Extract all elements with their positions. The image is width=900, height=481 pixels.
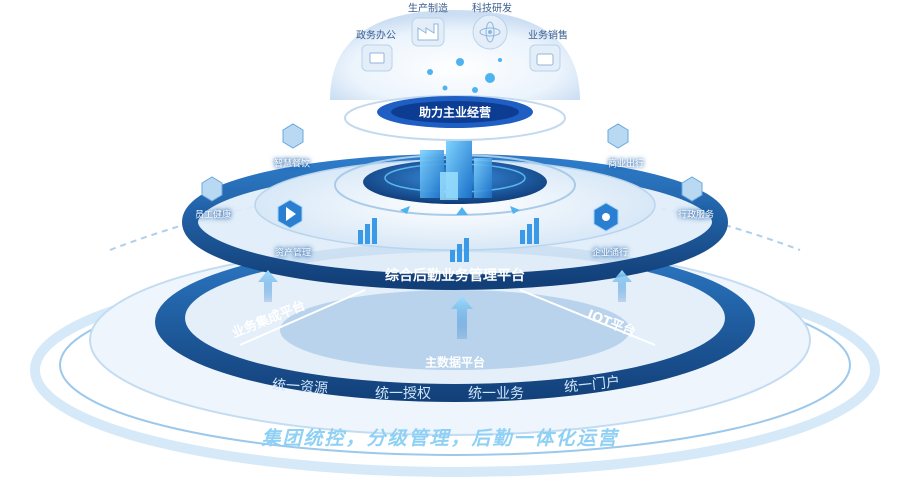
divider-right (519, 289, 656, 346)
service-label-asset: 资产管理 (274, 248, 312, 259)
business-label-office: 政务办公 (356, 30, 396, 42)
unified-resource-label: 统一资源 (271, 377, 329, 397)
service-label-access: 企业通行 (591, 248, 629, 259)
business-label-manufacturing: 生产制造 (408, 3, 448, 15)
asset-icon (277, 199, 303, 229)
service-label-health: 员工健康 (194, 210, 232, 221)
service-label-travel: 商业出行 (607, 159, 645, 170)
dining-icon (282, 123, 304, 149)
health-icon (201, 176, 223, 202)
master-data-inner (185, 252, 725, 384)
business-dome (330, 10, 580, 100)
core-disc-inner (391, 101, 519, 123)
access-icon (593, 202, 619, 232)
divider-left (239, 289, 366, 346)
particle-dots (427, 58, 502, 93)
service-label-dining: 智慧餐饮 (273, 159, 311, 170)
factory-icon (411, 17, 445, 47)
business-label-sales: 业务销售 (528, 30, 568, 42)
arrow-icon (510, 206, 520, 214)
bar-chart-icon-right (520, 218, 539, 244)
unified-business-label: 统一业务 (468, 386, 524, 402)
briefcase-icon (529, 44, 561, 72)
bar-chart-icon-left (358, 218, 377, 244)
up-arrow-icon-center (451, 296, 473, 339)
master-data-glow (280, 290, 630, 370)
arrow-icon (456, 207, 468, 215)
slogan-text: 集团统控，分级管理，后勤一体化运营 (261, 427, 619, 450)
travel-icon (607, 123, 629, 149)
arrow-icon (400, 206, 410, 214)
buildings-icon (420, 140, 492, 200)
folder-icon (361, 44, 393, 72)
up-arrow-icon-left (258, 270, 278, 302)
business-label-rnd: 科技研发 (472, 3, 512, 15)
up-arrow-icon-right (612, 270, 632, 302)
core-title: 助力主业经营 (418, 105, 492, 120)
service-label-admin: 行政服务 (677, 210, 715, 221)
admin-icon (681, 176, 703, 202)
master-data-platform-label: 主数据平台 (424, 355, 486, 370)
main-platform-label: 综合后勤业务管理平台 (385, 268, 525, 284)
bar-chart-icon-center (450, 238, 469, 262)
unified-auth-label: 统一授权 (375, 386, 431, 402)
atom-icon (472, 14, 508, 50)
